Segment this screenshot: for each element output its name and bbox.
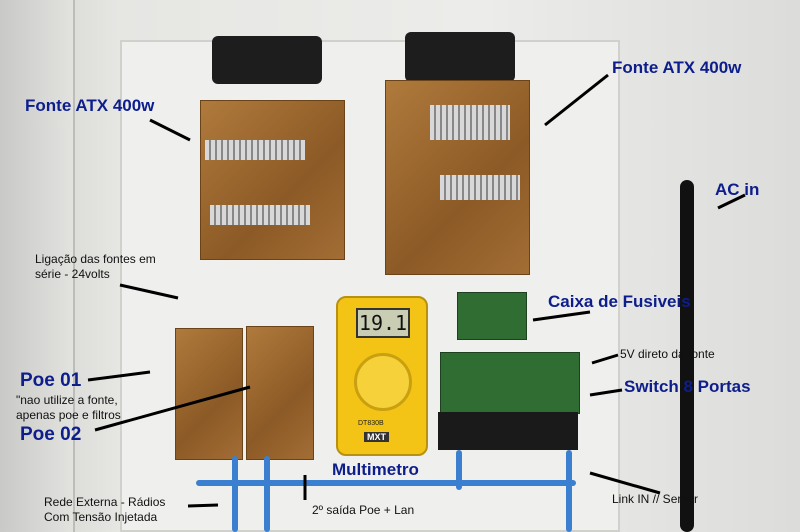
poe-01-board [175, 328, 243, 460]
label-poe-note-line1: "nao utilize a fonte, [16, 393, 118, 407]
label-fonte-atx-right: Fonte ATX 400w [612, 58, 742, 77]
label-segunda-saida: 2º saída Poe + Lan [312, 503, 415, 517]
heatsink [440, 175, 520, 200]
ac-cable [680, 180, 694, 532]
multimeter-display: 19.1 [356, 308, 410, 338]
heatsink [205, 140, 305, 160]
network-cable [196, 480, 576, 486]
label-poe-01: Poe 01 [20, 370, 82, 391]
label-rede-externa-line2: Com Tensão Injetada [44, 510, 158, 524]
fuse-box-board [457, 292, 527, 340]
label-rede-externa-line1: Rede Externa - Rádios [44, 495, 166, 509]
label-5v-direto: 5V direto da fonte [620, 347, 715, 361]
label-switch-8-portas: Switch 8 Portas [624, 377, 751, 396]
multimeter-brand: MXT [364, 432, 389, 442]
multimeter: 19.1 DT830B MXT [336, 296, 428, 456]
label-caixa-fusiveis: Caixa de Fusiveis [548, 292, 691, 311]
label-poe-02: Poe 02 [20, 424, 82, 445]
label-fonte-atx-left: Fonte ATX 400w [25, 96, 155, 115]
poe-02-board [246, 326, 314, 460]
multimeter-model: DT830B [358, 420, 384, 427]
network-cable [232, 456, 238, 532]
network-cable [566, 450, 572, 532]
fan-right [405, 32, 515, 82]
cabinet-door [0, 0, 75, 532]
heatsink [430, 105, 510, 140]
label-multimetro: Multimetro [332, 460, 419, 479]
label-ligacao-line2: série - 24volts [35, 267, 110, 281]
switch-ports [438, 412, 578, 450]
label-ligacao-line1: Ligação das fontes em [35, 252, 156, 266]
fan-left [212, 36, 322, 84]
label-poe-note-line2: apenas poe e filtros [16, 408, 121, 422]
network-cable [264, 456, 270, 532]
heatsink [210, 205, 310, 225]
atx-psu-left-board [200, 100, 345, 260]
multimeter-dial [354, 353, 412, 411]
network-cable [456, 450, 462, 490]
label-link-in-server: Link IN // Server [612, 492, 699, 506]
label-ac-in: AC in [715, 180, 760, 199]
